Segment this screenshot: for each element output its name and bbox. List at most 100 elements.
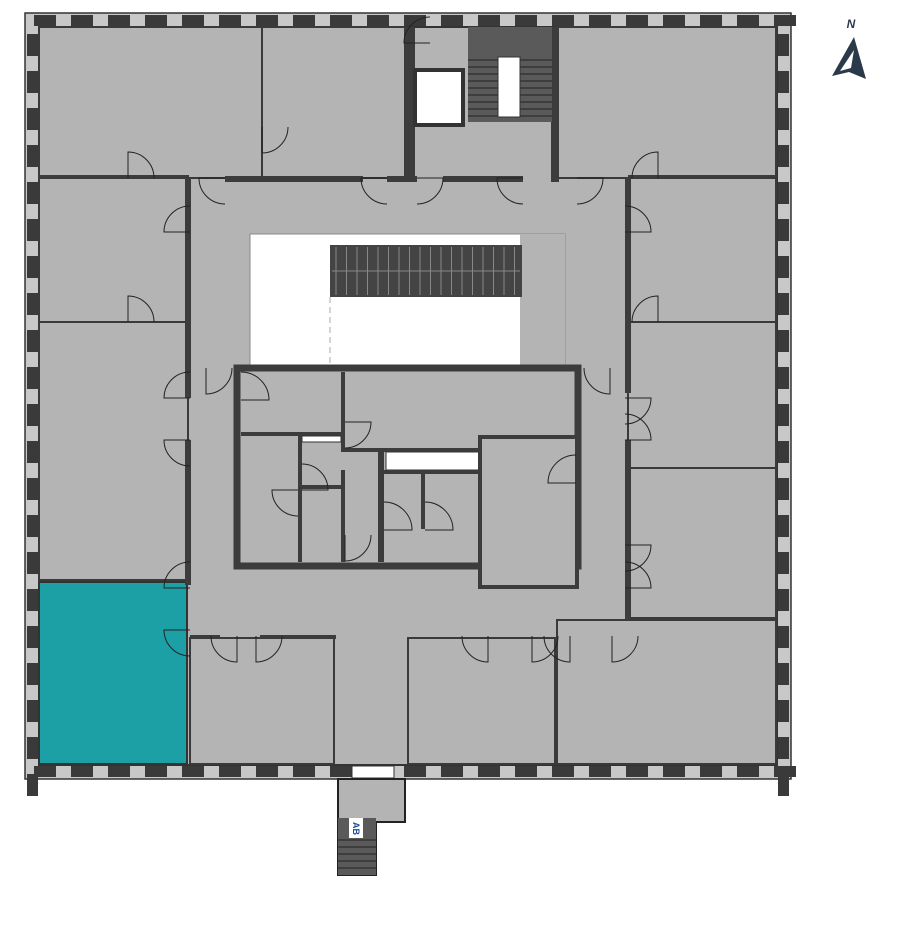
room-south-2[interactable] — [407, 637, 556, 765]
wall — [241, 432, 341, 436]
window-block — [293, 766, 315, 777]
wall — [387, 176, 417, 182]
window-block — [71, 15, 93, 26]
wall — [341, 470, 345, 562]
room-east-3[interactable] — [627, 467, 777, 619]
shaft — [385, 451, 481, 471]
room-east-2[interactable] — [627, 321, 777, 469]
window-block — [778, 293, 789, 315]
door-swing — [631, 151, 659, 179]
wall — [625, 440, 631, 635]
southwest-corner-room[interactable] — [38, 581, 188, 765]
window-block — [27, 589, 38, 611]
wall — [405, 27, 415, 182]
window-block — [737, 15, 759, 26]
room-south-1[interactable] — [189, 637, 335, 765]
south-entrance-door[interactable] — [351, 765, 395, 779]
window-block — [145, 766, 167, 777]
window-block — [34, 766, 56, 777]
room-north-center[interactable] — [261, 26, 406, 179]
wall — [421, 474, 425, 529]
door-swing — [547, 454, 577, 484]
door-swing — [543, 635, 571, 663]
wall — [625, 178, 631, 393]
window-block — [27, 219, 38, 241]
door-swing — [416, 177, 444, 205]
compass-north-label: N — [847, 17, 856, 31]
door-swing — [624, 544, 652, 572]
window-block — [27, 256, 38, 278]
stair-label: AB — [351, 822, 361, 835]
window-block — [778, 441, 789, 463]
window-block — [293, 15, 315, 26]
wall — [378, 452, 384, 562]
window-block — [404, 766, 426, 777]
window-block — [27, 663, 38, 685]
window-block — [478, 766, 500, 777]
door-swing — [360, 177, 388, 205]
window-block — [219, 766, 241, 777]
window-block — [367, 15, 389, 26]
window-block — [778, 737, 789, 759]
door-swing — [383, 501, 413, 531]
door-swing — [163, 205, 191, 233]
window-block — [108, 15, 130, 26]
window-block — [27, 404, 38, 426]
window-block — [778, 552, 789, 574]
wall — [225, 176, 363, 182]
stair-treads — [338, 839, 376, 869]
room-east-1[interactable] — [627, 177, 777, 323]
door-swing — [344, 534, 372, 562]
door-swing — [624, 561, 652, 589]
window-block — [778, 367, 789, 389]
door-swing — [127, 151, 155, 179]
window-block — [778, 71, 789, 93]
window-block — [256, 766, 278, 777]
wall — [298, 436, 302, 562]
wall — [39, 175, 189, 178]
window-block — [27, 515, 38, 537]
door-swing — [583, 367, 611, 395]
door-swing — [163, 439, 191, 467]
room-west-2[interactable] — [38, 321, 189, 581]
window-block — [27, 626, 38, 648]
stair-label-bg — [349, 818, 363, 838]
window-block — [182, 15, 204, 26]
window-block — [330, 766, 352, 777]
window-block — [515, 766, 537, 777]
door-swing — [624, 205, 652, 233]
window-block — [27, 737, 38, 759]
wall — [185, 440, 191, 585]
elevator-shaft — [413, 68, 465, 127]
window-block — [700, 15, 722, 26]
wall — [443, 176, 523, 182]
window-block — [404, 15, 426, 26]
door-swing — [576, 177, 604, 205]
room-north-east[interactable] — [556, 26, 777, 179]
room-west-1[interactable] — [38, 177, 189, 323]
core-room-east[interactable] — [478, 435, 579, 589]
window-block — [778, 145, 789, 167]
window-block — [108, 766, 130, 777]
stair-well — [497, 56, 521, 118]
door-swing — [127, 295, 155, 323]
window-block — [778, 515, 789, 537]
door-swing — [210, 635, 238, 663]
window-block — [626, 766, 648, 777]
window-block — [778, 330, 789, 352]
door-swing — [198, 177, 226, 205]
window-block — [515, 15, 537, 26]
door-swing — [301, 463, 329, 491]
window-block — [27, 478, 38, 500]
window-block — [589, 15, 611, 26]
door-swing — [496, 177, 524, 205]
room-south-east[interactable] — [556, 619, 777, 765]
wall — [628, 175, 776, 178]
window-block — [663, 766, 685, 777]
door-swing — [631, 295, 659, 323]
window-block — [774, 15, 796, 26]
door-swing — [461, 635, 489, 663]
room-north-west[interactable] — [38, 26, 263, 179]
door-swing — [163, 629, 191, 657]
door-swing — [240, 371, 270, 401]
